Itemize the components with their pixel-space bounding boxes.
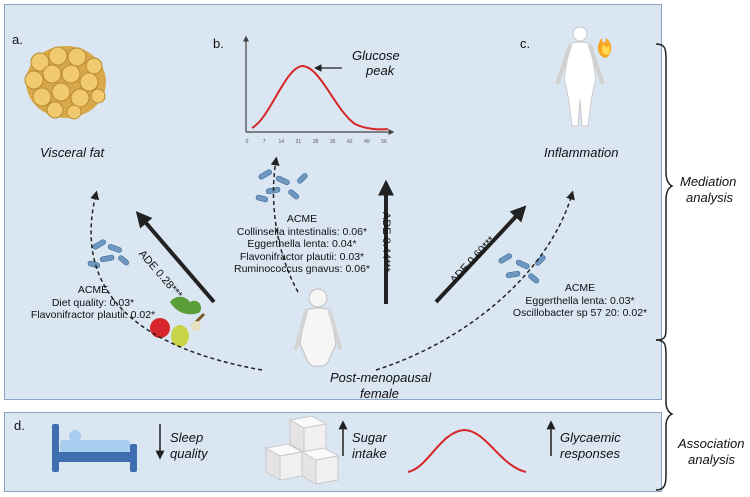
flame-icon xyxy=(597,38,612,58)
acme-a-line-1: Diet quality: 0.03* xyxy=(51,296,135,309)
x-tick-label: 21 xyxy=(296,139,302,145)
inflamed-woman-icon xyxy=(556,26,604,127)
acme-arrow-b xyxy=(270,156,299,293)
x-tick-label: 42 xyxy=(347,139,353,145)
glucose-peak-title-1: Glucose xyxy=(352,48,400,63)
x-tick-label: 7 xyxy=(263,139,266,145)
inflammation-title: Inflammation xyxy=(544,145,619,160)
acme-arrow-c xyxy=(375,190,575,371)
acme-block-b: ACME Collinsella intestinalis: 0.06* Egg… xyxy=(214,213,390,276)
sleep-label-2: quality xyxy=(170,446,208,461)
association-label-2: analysis xyxy=(688,452,735,467)
bacteria-icon-c xyxy=(498,253,546,284)
x-tick-label: 14 xyxy=(278,139,284,145)
acme-a-heading: ACME xyxy=(77,284,109,296)
bacteria-icon-b xyxy=(255,169,308,203)
panel-c-letter: c. xyxy=(520,36,531,51)
acme-a-line-2: Flavonifractor plautii: 0.02* xyxy=(30,309,156,321)
x-tick-label: 56 xyxy=(381,139,387,145)
ade-arrow-c xyxy=(434,205,527,304)
visceral-fat-icon xyxy=(24,46,106,120)
ade-arrow-a xyxy=(135,211,216,304)
x-tick-label: 35 xyxy=(330,139,336,145)
glucose-peak-title-2: peak xyxy=(366,63,395,78)
sugar-label-1: Sugar xyxy=(352,430,387,445)
x-tick-label: 0 xyxy=(246,139,249,145)
association-label-1: Association xyxy=(678,436,745,451)
bed-icon xyxy=(52,424,137,472)
female-figure-icon xyxy=(294,288,342,367)
ade-label-b: ADE 0.44*** xyxy=(380,212,392,272)
sugar-label-2: intake xyxy=(352,446,387,461)
bacteria-icon-a xyxy=(87,239,130,269)
sleep-label-1: Sleep xyxy=(170,430,204,445)
acme-b-line-1: Collinsella intestinalis: 0.06* xyxy=(236,225,368,238)
brace-association xyxy=(655,339,674,491)
glucose-chart xyxy=(243,35,395,135)
panel-a-letter: a. xyxy=(12,32,23,47)
panel-d-letter: d. xyxy=(14,418,25,433)
acme-c-line-2: Oscillobacter sp 57 20: 0.02* xyxy=(512,307,648,319)
mediation-label-1: Mediation xyxy=(680,174,737,189)
glycaemic-curve-icon xyxy=(407,428,527,473)
acme-b-line-3: Flavonifractor plautii: 0.03* xyxy=(239,250,365,263)
x-tick-label: 49 xyxy=(364,139,370,145)
acme-arrow-a xyxy=(90,190,263,371)
acme-c-line-1: Eggerthella lenta: 0.03* xyxy=(525,294,635,307)
acme-c-heading: ACME xyxy=(564,282,596,294)
glycaemic-label-1: Glycaemic xyxy=(560,430,621,445)
acme-block-c: ACME Eggerthella lenta: 0.03* Oscillobac… xyxy=(500,282,660,320)
glucose-curve xyxy=(251,64,389,131)
glycaemic-label-2: responses xyxy=(560,446,620,461)
food-icon xyxy=(150,296,206,347)
acme-block-a: ACME Diet quality: 0.03* Flavonifractor … xyxy=(8,284,178,322)
acme-b-line-4: Ruminococcus gnavus: 0.06* xyxy=(234,263,370,275)
visceral-fat-title: Visceral fat xyxy=(40,145,105,160)
acme-b-heading: ACME xyxy=(286,213,318,225)
acme-b-line-2: Eggerthella lenta: 0.04* xyxy=(247,238,357,250)
mediation-label-2: analysis xyxy=(686,190,733,205)
sugar-cubes-icon xyxy=(264,415,340,485)
brace-mediation xyxy=(655,43,674,341)
center-label-2: female xyxy=(360,386,400,401)
x-tick-label: 28 xyxy=(313,139,319,145)
center-label-1: Post-menopausal xyxy=(330,370,432,385)
panel-b-letter: b. xyxy=(213,36,224,51)
